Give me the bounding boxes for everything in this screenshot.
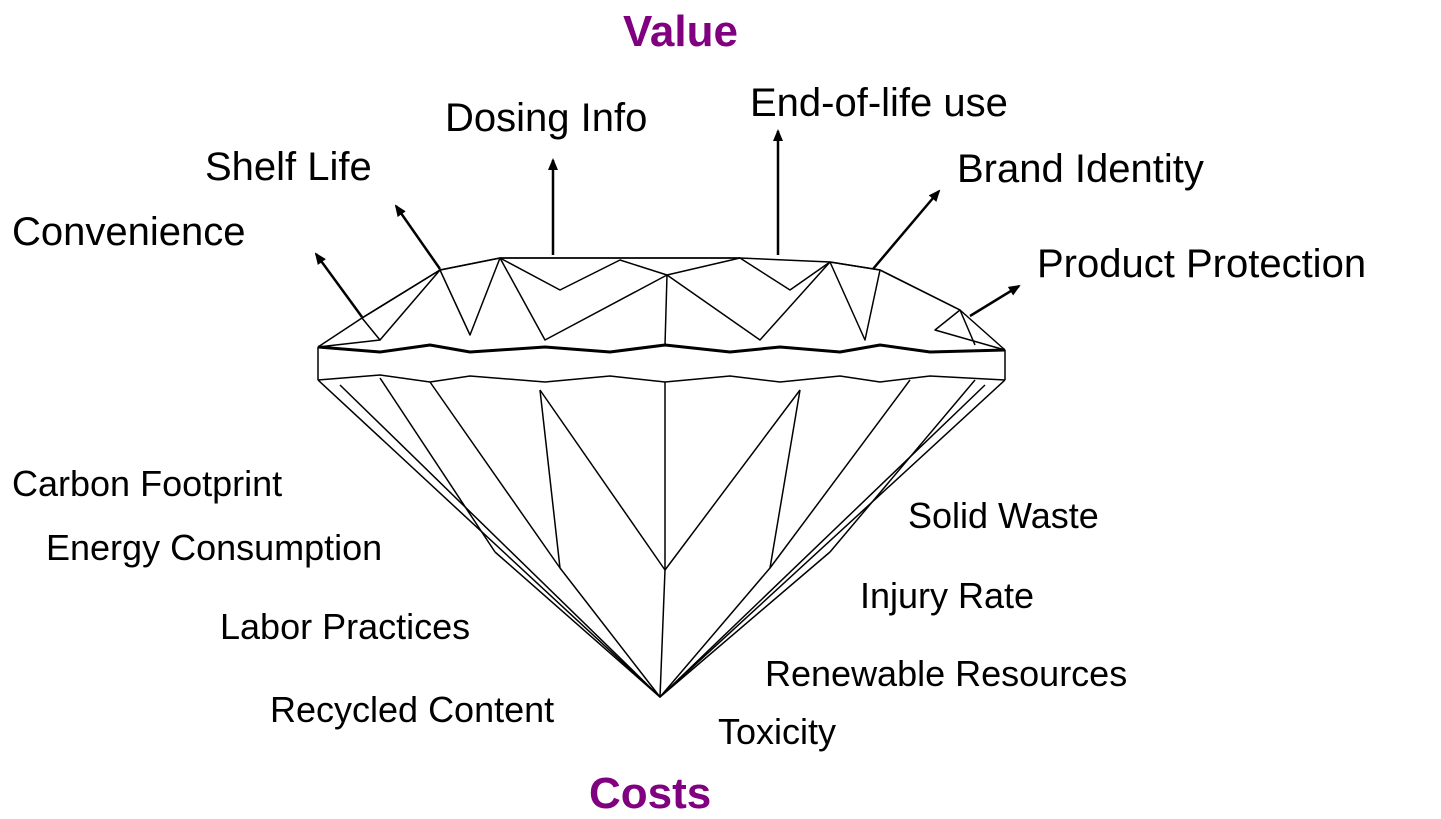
label-toxicity: Toxicity — [718, 711, 837, 752]
label-solid-waste: Solid Waste — [908, 495, 1099, 536]
arrow-brand-identity — [872, 189, 941, 270]
label-end-of-life-use: End-of-life use — [750, 81, 1008, 125]
label-shelf-life: Shelf Life — [205, 145, 372, 189]
arrow-shelf-life — [394, 204, 442, 270]
label-energy-consumption: Energy Consumption — [46, 527, 383, 568]
label-recycled-content: Recycled Content — [270, 689, 555, 730]
label-injury-rate: Injury Rate — [860, 575, 1035, 616]
diamond-outline — [317, 257, 1006, 698]
label-carbon-footprint: Carbon Footprint — [12, 463, 283, 504]
label-renewable-resources: Renewable Resources — [765, 653, 1128, 694]
costs-heading: Costs — [589, 769, 712, 818]
value-heading: Value — [623, 7, 738, 56]
arrow-convenience — [314, 252, 364, 318]
label-product-protection: Product Protection — [1037, 242, 1367, 286]
label-brand-identity: Brand Identity — [957, 147, 1204, 191]
label-dosing-info: Dosing Info — [445, 96, 648, 140]
label-convenience: Convenience — [12, 210, 246, 254]
label-labor-practices: Labor Practices — [220, 606, 471, 647]
arrow-product-protection — [969, 284, 1021, 318]
value-arrows — [314, 129, 1021, 318]
